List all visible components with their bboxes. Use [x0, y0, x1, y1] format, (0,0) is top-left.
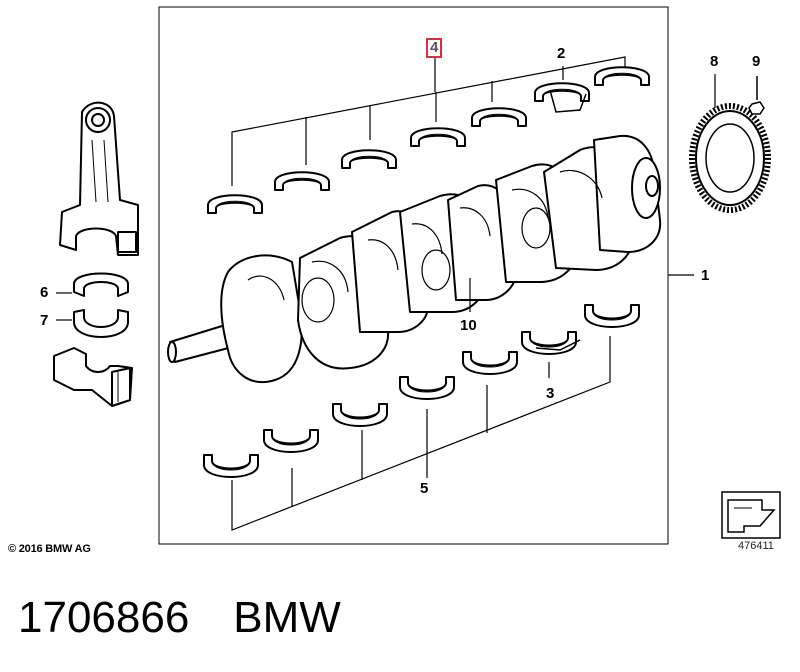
lower-bearing-shells [203, 304, 640, 478]
callout-7[interactable]: 7 [40, 312, 49, 329]
callout-8[interactable]: 8 [710, 53, 719, 70]
part-number: 1706866 [18, 593, 190, 642]
callout-10[interactable]: 10 [460, 317, 477, 334]
bolt-icon [748, 76, 765, 115]
navigation-arrow-icon[interactable] [721, 491, 781, 539]
callout-6[interactable]: 6 [40, 284, 49, 301]
callout-9[interactable]: 9 [752, 53, 761, 70]
brand-name: BMW [233, 593, 341, 642]
conrod-cap-icon [53, 347, 133, 407]
callout-1[interactable]: 1 [701, 267, 710, 284]
callout-3[interactable]: 3 [546, 385, 555, 402]
copyright-notice: © 2016 BMW AG [8, 543, 91, 555]
flywheel-ring-icon [689, 103, 771, 213]
leader-lines-upper [231, 56, 626, 186]
leader-lines-lower [231, 336, 611, 531]
highlighted-part-box [426, 38, 442, 58]
callout-2[interactable]: 2 [557, 45, 566, 62]
conrod-bearing-shells [73, 272, 129, 338]
diagram-reference-number: 476411 [738, 540, 774, 552]
crankshaft-icon [167, 134, 662, 383]
upper-bearing-shells [207, 66, 650, 214]
callout-5[interactable]: 5 [420, 480, 429, 497]
callout-4[interactable]: 4 [430, 39, 439, 56]
parts-diagram [53, 6, 781, 545]
part-caption: 1706866 BMW [18, 590, 385, 646]
connecting-rod-icon [59, 101, 139, 256]
